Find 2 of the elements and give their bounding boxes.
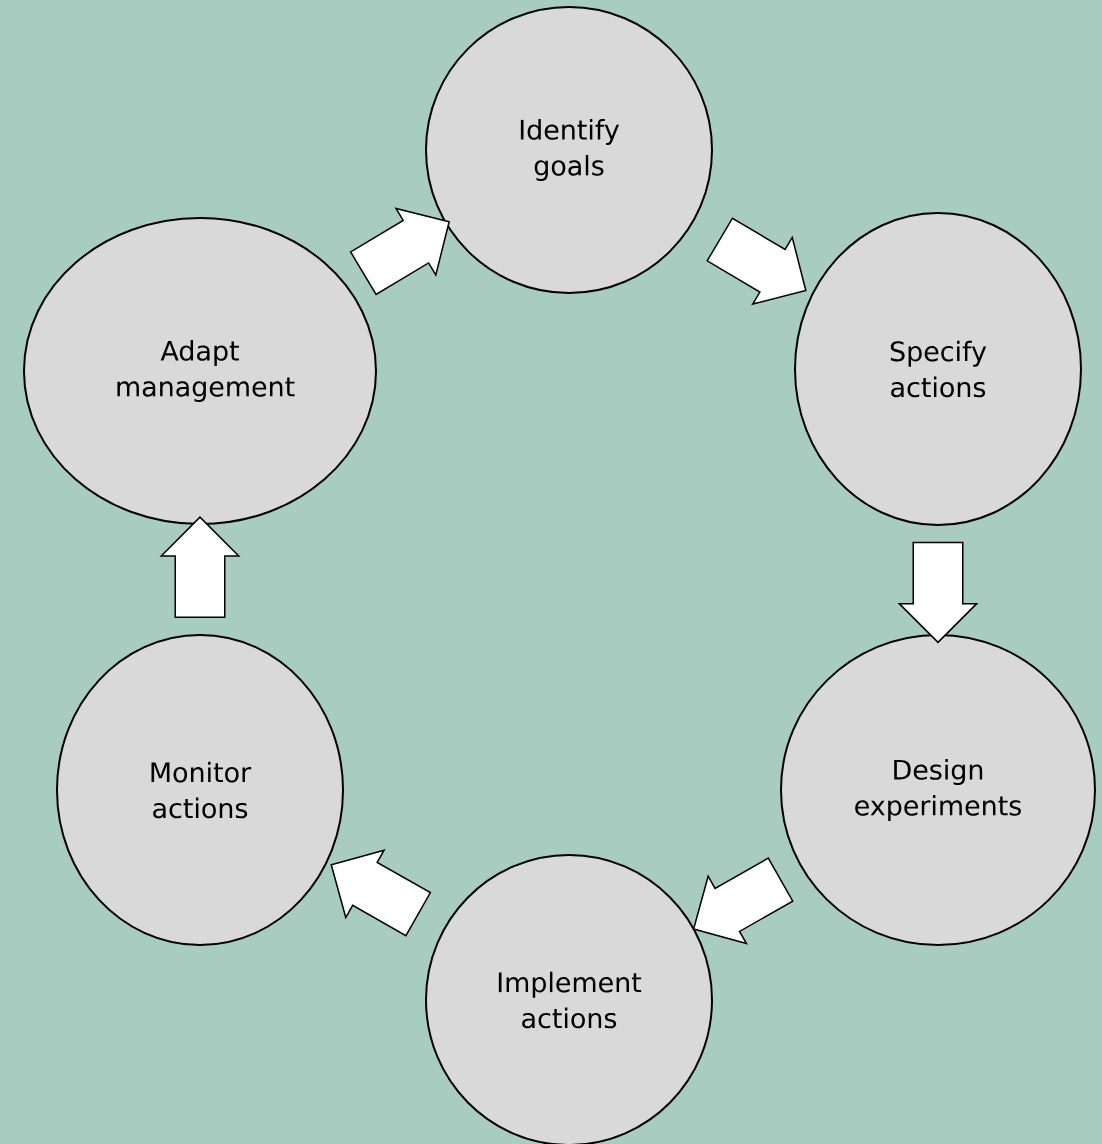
block-arrow: [330, 849, 432, 937]
block-arrow: [692, 857, 794, 945]
